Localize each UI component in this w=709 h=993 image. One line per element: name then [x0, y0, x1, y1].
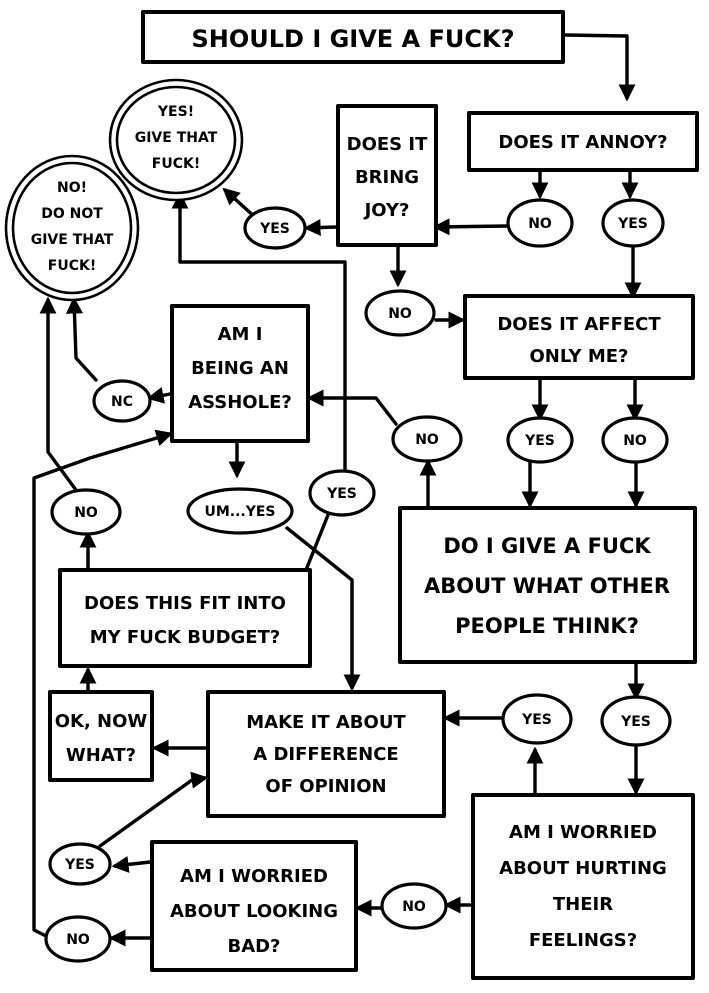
node-opinion: MAKE IT ABOUT A DIFFERENCE OF OPINION	[206, 690, 446, 818]
answer-budget-no: NO	[50, 488, 122, 536]
node-okwhat: OK, NOW WHAT?	[48, 690, 154, 782]
give-no-line: NO!	[57, 180, 87, 196]
arrow-no-to-joy	[432, 218, 509, 236]
answer-looking-yes: YES	[48, 842, 112, 886]
node-asshole: AM I BEING AN ASSHOLE?	[170, 304, 310, 443]
answer-looking-no: NO	[44, 915, 112, 963]
joy-line: JOY?	[363, 200, 410, 221]
arrow-yes-to-opinion-2	[98, 771, 209, 848]
title-line: SHOULD I GIVE A FUCK?	[191, 25, 514, 53]
answer-asshole-umyes: UM...YES	[186, 487, 294, 535]
answer-annoy-yes: YES	[601, 198, 665, 248]
answer-label: NO	[623, 433, 647, 449]
answer-budget-yes: YES	[308, 469, 376, 517]
looking-line: BAD?	[227, 936, 280, 957]
hurting-line: AM I WORRIED	[509, 822, 657, 843]
answer-label: NO	[74, 505, 98, 521]
arrow-nc-to-give-no	[65, 296, 98, 382]
give-no-line: DO NOT	[41, 206, 103, 222]
okwhat-line: OK, NOW	[55, 711, 148, 732]
answer-label: UM...YES	[204, 504, 275, 520]
give-no-line: FUCK!	[48, 258, 96, 274]
opinion-line: MAKE IT ABOUT	[246, 712, 406, 733]
node-affect: DOES IT AFFECT ONLY ME?	[463, 294, 695, 380]
give-yes-line: FUCK!	[152, 156, 200, 172]
arrow-yes-to-give-yes	[171, 191, 347, 477]
node-give-yes: YES! GIVE THAT FUCK!	[108, 78, 244, 202]
node-annoy: DOES IT ANNOY?	[467, 111, 699, 172]
answer-label: NO	[528, 216, 552, 232]
answer-others-yes: YES	[600, 695, 672, 747]
node-joy: DOES IT BRING JOY?	[336, 104, 438, 247]
annoy-line: DOES IT ANNOY?	[498, 132, 667, 153]
give-no-line: GIVE THAT	[31, 232, 114, 248]
answer-annoy-no: NO	[506, 198, 574, 248]
node-budget: DOES THIS FIT INTO MY FUCK BUDGET?	[58, 568, 312, 668]
answer-label: NO	[402, 899, 426, 915]
answer-asshole-no: NC	[92, 379, 152, 423]
answer-label: NO	[415, 432, 439, 448]
answer-hurting-no: NO	[380, 882, 448, 930]
node-title: SHOULD I GIVE A FUCK?	[141, 10, 565, 64]
hurting-line: FEELINGS?	[529, 930, 637, 951]
answer-label: YES	[620, 714, 651, 730]
node-give-no: NO! DO NOT GIVE THAT FUCK!	[4, 154, 140, 302]
answer-label: YES	[326, 486, 357, 502]
looking-line: ABOUT LOOKING	[170, 901, 338, 922]
answer-joy-no: NO	[364, 289, 436, 337]
arrow-looking-to-yes	[111, 856, 152, 873]
answer-label: YES	[64, 857, 95, 873]
asshole-line: BEING AN	[191, 358, 289, 379]
arrow-no-to-asshole-2	[32, 429, 174, 940]
arrow-title-to-annoy	[563, 33, 636, 102]
hurting-line: THEIR	[553, 894, 613, 915]
joy-line: DOES IT	[347, 134, 428, 155]
give-yes-line: YES!	[157, 104, 194, 120]
okwhat-line: WHAT?	[66, 745, 136, 766]
answer-label: YES	[524, 433, 555, 449]
node-others: DO I GIVE A FUCK ABOUT WHAT OTHER PEOPLE…	[398, 506, 697, 664]
answer-others-no: NO	[391, 415, 463, 463]
arrow-umyes-to-opinion	[285, 526, 361, 692]
arrow-no-to-give-no	[39, 296, 78, 492]
others-line: ABOUT WHAT OTHER	[424, 574, 670, 598]
budget-line: DOES THIS FIT INTO	[84, 593, 286, 614]
others-line: PEOPLE THINK?	[455, 614, 639, 638]
asshole-line: AM I	[218, 324, 263, 345]
arrow-asshole-to-nc	[146, 386, 172, 404]
answer-label: YES	[617, 216, 648, 232]
affect-line: ONLY ME?	[530, 346, 629, 367]
give-yes-line: GIVE THAT	[135, 130, 218, 146]
connectors	[32, 33, 645, 947]
answer-hurting-yes: YES	[501, 693, 573, 745]
arrow-yes-to-give	[222, 187, 258, 220]
answer-label: YES	[259, 221, 290, 237]
budget-line: MY FUCK BUDGET?	[90, 627, 281, 648]
opinion-line: OF OPINION	[265, 776, 386, 797]
others-line: DO I GIVE A FUCK	[443, 534, 651, 558]
arrow-no-to-asshole	[306, 389, 398, 426]
hurting-line: ABOUT HURTING	[499, 858, 667, 879]
affect-line: DOES IT AFFECT	[497, 314, 661, 335]
asshole-line: ASSHOLE?	[188, 392, 292, 413]
arrow-joy-to-yes	[303, 219, 338, 237]
answer-label: NO	[66, 932, 90, 948]
answer-label: YES	[521, 712, 552, 728]
looking-line: AM I WORRIED	[180, 866, 328, 887]
answer-joy-yes: YES	[243, 206, 307, 250]
node-hurting: AM I WORRIED ABOUT HURTING THEIR FEELING…	[471, 793, 695, 980]
joy-line: BRING	[355, 167, 419, 188]
answer-label: NC	[111, 394, 133, 410]
answer-affect-no: NO	[601, 416, 669, 464]
node-looking: AM I WORRIED ABOUT LOOKING BAD?	[150, 840, 358, 972]
answer-affect-yes: YES	[506, 416, 574, 464]
answer-label: NO	[388, 306, 412, 322]
opinion-line: A DIFFERENCE	[253, 744, 398, 765]
